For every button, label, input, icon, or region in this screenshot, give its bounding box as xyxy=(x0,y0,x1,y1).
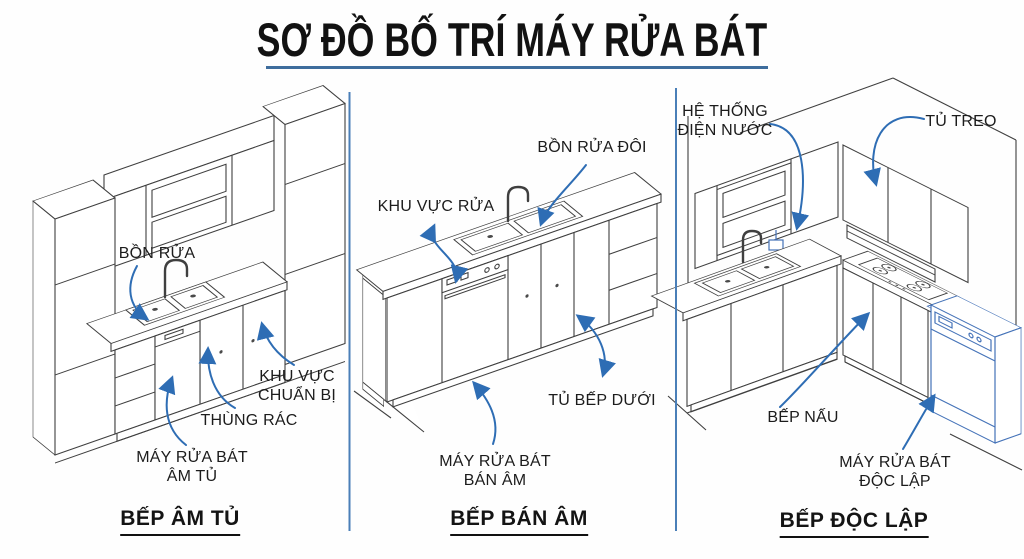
label-washing-area: KHU VỰC RỬA xyxy=(377,198,495,215)
arrow-freestanding-dishwasher xyxy=(902,393,936,450)
arrow-washing-area xyxy=(419,223,469,284)
arrow-utilities xyxy=(769,123,810,231)
label-double-sink: BỒN RỬA ĐÔI xyxy=(537,139,647,156)
arrow-prep-area xyxy=(256,321,295,366)
title-underline xyxy=(266,66,768,69)
label-stove: BẾP NẤU xyxy=(767,409,839,426)
arrow-builtin-dishwasher xyxy=(158,375,187,446)
caption-freestanding-kitchen: BẾP ĐỘC LẬP xyxy=(779,509,929,538)
arrow-base-cabinet xyxy=(575,314,616,378)
caption-semi-builtin-kitchen: BẾP BÁN ÂM xyxy=(450,507,588,536)
annotation-arrows xyxy=(129,116,936,450)
arrow-sink xyxy=(129,265,150,321)
label-utilities: HỆ THỐNG ĐIỆN NƯỚC xyxy=(677,103,773,139)
faucet-icon xyxy=(163,258,189,299)
builtin-kitchen-illustration xyxy=(32,85,346,464)
caption-builtin-kitchen: BẾP ÂM TỦ xyxy=(120,507,240,536)
arrow-wall-cabinet xyxy=(863,116,925,187)
tall-cabinet-right xyxy=(284,102,346,366)
power-outlet-icon xyxy=(768,230,784,251)
arrow-double-sink xyxy=(537,164,587,227)
faucet-icon xyxy=(741,229,763,264)
label-prep-area: KHU VỰC CHUẨN BỊ xyxy=(257,368,337,404)
arrow-stove xyxy=(779,311,871,408)
builtin-upper-cabinets xyxy=(103,114,275,271)
faucet-icon xyxy=(506,185,530,223)
label-builtin-dishwasher: MÁY RỬA BÁT ÂM TỦ xyxy=(136,449,248,485)
freestanding-dishwasher-graphic xyxy=(926,295,1023,444)
label-sink: BỒN RỬA xyxy=(118,245,196,262)
label-wall-cabinet: TỦ TREO xyxy=(925,113,997,130)
label-trash-bin: THÙNG RÁC xyxy=(200,412,298,429)
label-semi-dishwasher: MÁY RỬA BÁT BÁN ÂM xyxy=(439,453,551,489)
label-base-cabinet: TỦ BẾP DƯỚI xyxy=(548,392,656,409)
page-title: SƠ ĐỒ BỐ TRÍ MÁY RỬA BÁT xyxy=(256,13,768,66)
arrow-semi-dishwasher xyxy=(472,380,497,445)
arrow-trash-bin xyxy=(198,346,236,409)
label-freestanding-dishwasher: MÁY RỬA BÁT ĐỘC LẬP xyxy=(839,454,951,490)
